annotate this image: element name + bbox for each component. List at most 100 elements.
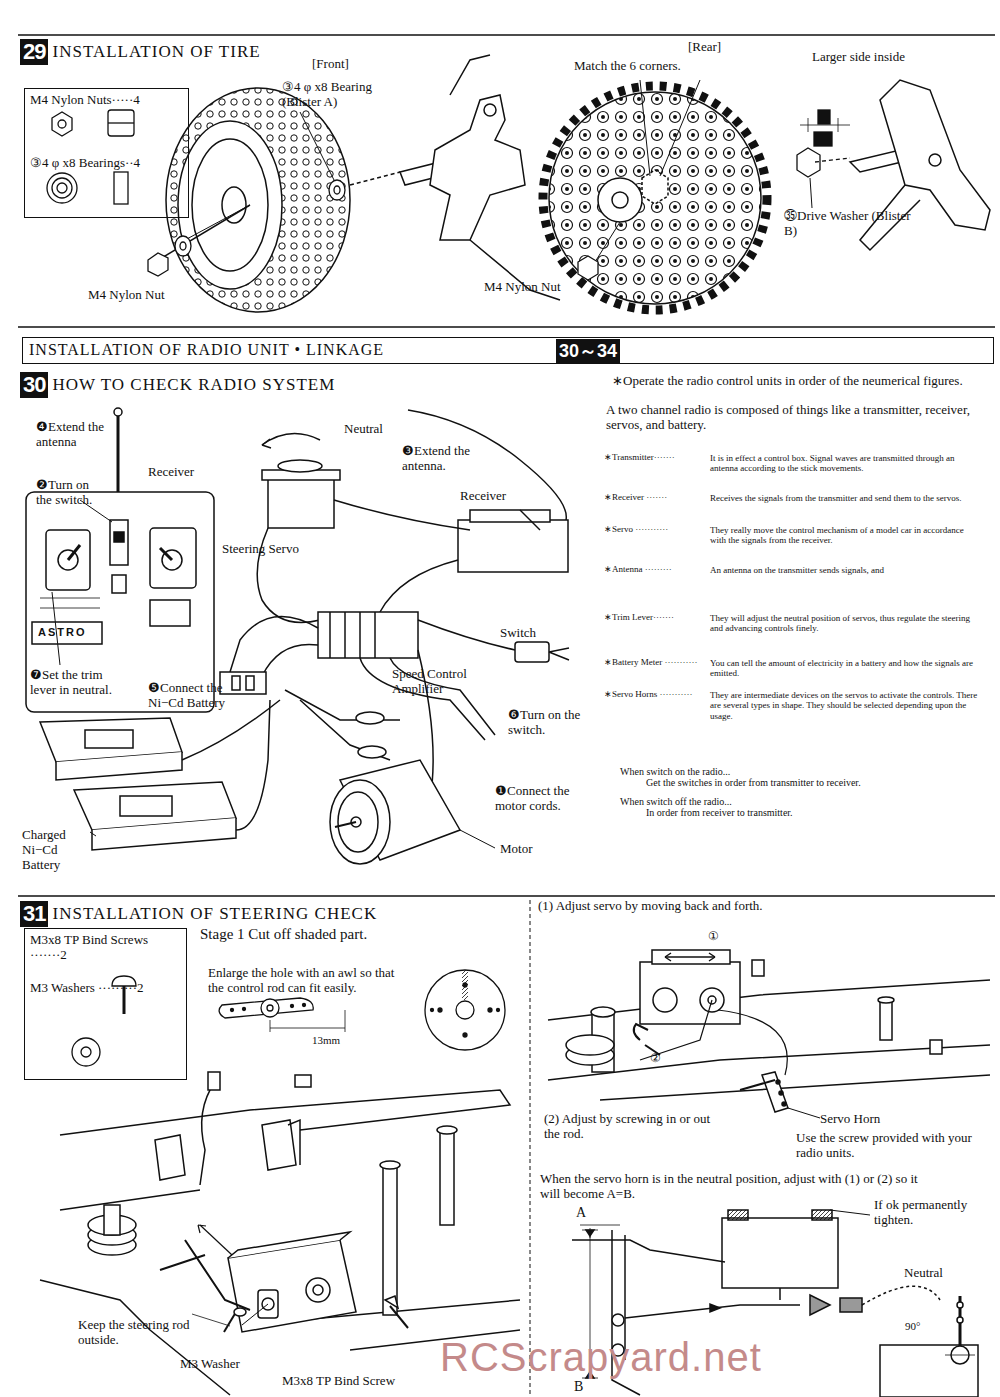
callout-label: ㉟Drive Washer (Blister B) [784, 209, 914, 239]
callout-label: Enlarge the hole with an awl so that the… [208, 966, 404, 996]
glossary-text: ∗Trim Lever······· [604, 612, 706, 622]
servo-adjust [640, 962, 740, 1024]
neutral-check [710, 1304, 720, 1312]
separator-lines [18, 895, 995, 897]
rear-nut-washer [815, 158, 850, 162]
front-upright [350, 55, 560, 300]
parts-icons [58, 120, 66, 128]
neutral-check [612, 1314, 624, 1326]
transmitter [110, 520, 128, 565]
chassis-left [40, 1280, 230, 1395]
receiver-unit [334, 410, 568, 612]
callout-label: ② [650, 1052, 670, 1066]
callout-label: Speed Control Amplifier [392, 667, 504, 697]
receiver-unit [334, 500, 470, 530]
battery-packs [90, 832, 96, 836]
glossary-text: ∗Servo Horns ··········· [604, 689, 706, 699]
servo-left [306, 1278, 330, 1302]
glossary-text: They are intermediate devices on the ser… [710, 690, 978, 721]
callout-label: M3 Washer [180, 1357, 280, 1372]
chassis-left [295, 1075, 311, 1087]
horn-detail [219, 998, 313, 1018]
horn-detail [270, 1028, 345, 1029]
step-number: 29 [20, 39, 48, 65]
rear-tire [642, 170, 668, 204]
horn-detail [488, 1008, 492, 1012]
horn-detail [231, 1009, 234, 1012]
motor [335, 822, 356, 827]
callout-label: M4 Nylon Nut [484, 280, 594, 295]
callout-label: ❹Extend the antenna [36, 420, 108, 450]
glossary-text: ∗Battery Meter ··········· [604, 657, 706, 667]
callout-label: B [574, 1379, 590, 1395]
step-range: 30～34 [556, 339, 620, 363]
parts-item: M3x8 TP Bind Screws ·······2 [30, 933, 181, 963]
parts-icons [114, 172, 128, 204]
callout-label: ① [708, 930, 728, 944]
rear-tire [660, 80, 700, 176]
servo-left [313, 1285, 323, 1295]
servo-adjust [762, 1072, 788, 1112]
callout-label: Switch [500, 626, 560, 641]
transmitter [32, 622, 102, 644]
transmitter [26, 492, 214, 712]
servo-left [160, 1225, 408, 1332]
separator-lines [530, 900, 531, 1397]
callout-label: When switch on the radio... [620, 766, 920, 778]
servo-adjust [566, 1035, 614, 1055]
section-band: INSTALLATION OF RADIO UNIT • LINKAGE30～3… [22, 337, 994, 364]
chassis-left [262, 1120, 296, 1170]
neutral-check [840, 1298, 862, 1312]
speed-control-amp [344, 612, 346, 658]
rear-tire [595, 222, 620, 262]
chassis-left [208, 1072, 220, 1090]
rear-nut-washer [838, 118, 839, 132]
receiver-unit [520, 510, 540, 530]
transmitter [46, 530, 90, 590]
servo [278, 460, 322, 472]
callout-label: Receiver [460, 489, 540, 504]
callout-label: ❶Connect the motor cords. [495, 784, 595, 814]
transmitter [112, 575, 126, 593]
servo-left [198, 1225, 206, 1233]
speed-control-amp [359, 612, 361, 658]
parts-icons [52, 178, 72, 198]
servo-left [192, 1314, 230, 1326]
servo-adjust [782, 1102, 786, 1106]
horn-detail [431, 1009, 434, 1012]
speed-control-amp [232, 676, 240, 690]
servo-left [242, 1304, 268, 1325]
front-upright [484, 104, 496, 116]
callout-label: When the servo horn is in the neutral po… [540, 1172, 920, 1202]
battery-packs [56, 752, 182, 780]
rear-tire [640, 80, 650, 176]
servo-adjust [634, 1024, 648, 1040]
motor [330, 780, 390, 864]
step-title: HOW TO CHECK RADIO SYSTEM [52, 375, 335, 395]
callout-label: ❸Extend the antenna. [402, 444, 502, 474]
servo-adjust [652, 950, 730, 964]
front-nut-bearing [334, 186, 340, 194]
transmitter [114, 532, 124, 542]
chassis-left [437, 1126, 457, 1134]
callout-label: M4 Nylon Nut [88, 288, 198, 303]
callout-label: ③4 φ x8 Bearing (Blister A) [282, 80, 412, 110]
callout-label: Larger side inside [812, 50, 907, 65]
callout-label: (2) Adjust by screwing in or out the rod… [544, 1112, 724, 1142]
parts-icons [108, 110, 134, 136]
callout-label: ❼Set the trim lever in neutral. [30, 668, 122, 698]
servo-left [200, 1225, 232, 1255]
battery-packs [40, 700, 280, 850]
motor-cords [358, 746, 386, 758]
receiver-unit [380, 560, 458, 612]
neutral-check [957, 1302, 963, 1308]
servo-adjust [779, 1091, 783, 1095]
parts-icons [52, 112, 72, 136]
callout-label: ∗Operate the radio control units in orde… [612, 374, 987, 389]
callout-label: In order from receiver to transmitter. [646, 807, 976, 819]
speed-control-amp [329, 612, 331, 658]
chassis-left [155, 1135, 185, 1180]
rear-nut-washer [814, 132, 832, 146]
callout-label: [Front] [312, 57, 382, 72]
